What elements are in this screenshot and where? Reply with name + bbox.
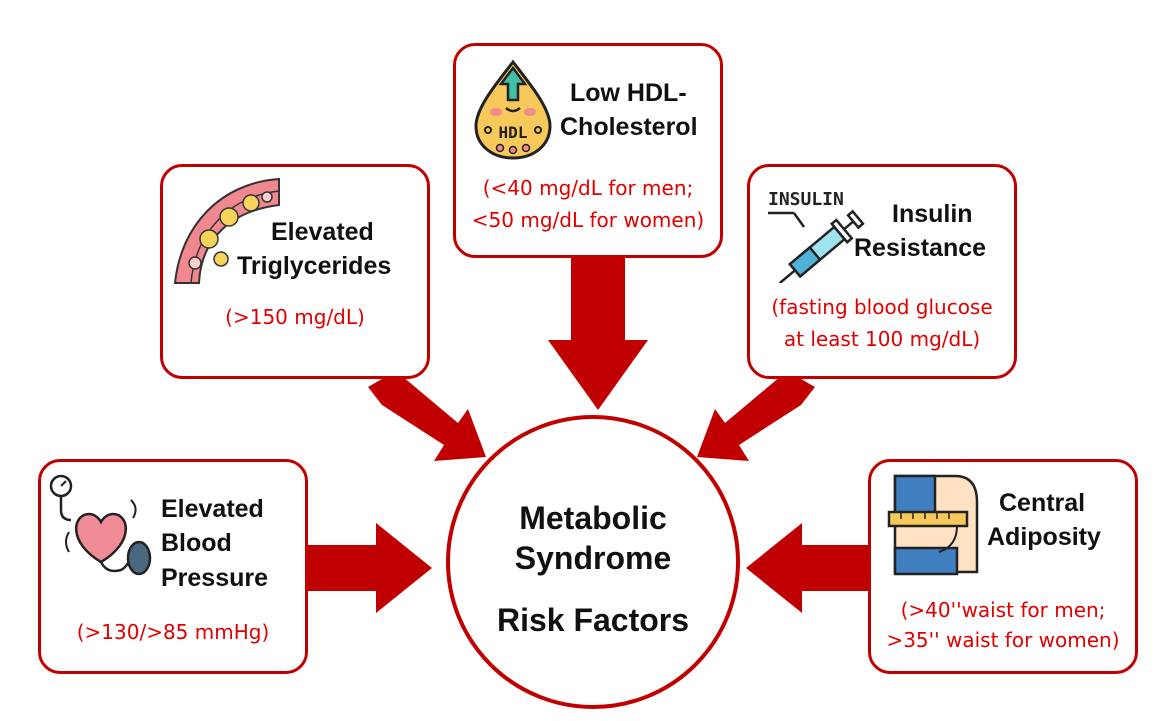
arrow-diagonal-left-icon	[368, 375, 486, 461]
hdl-criteria-line2: <50 mg/dL for women)	[471, 208, 705, 232]
artery-icon	[173, 177, 280, 284]
waist-measure-icon	[887, 474, 979, 576]
insulin-criteria-line2: at least 100 mg/dL)	[783, 327, 981, 351]
arrow-diagonal-right-icon	[697, 375, 815, 461]
adiposity-criteria-line1: (>40''waist for men;	[900, 598, 1106, 622]
center-title-line1: Metabolic	[519, 500, 667, 536]
hdl-criteria-line1: (<40 mg/dL for men;	[482, 176, 694, 200]
arrow-down-icon	[548, 258, 648, 410]
triglycerides-title-line1: Elevated	[271, 218, 374, 246]
insulin-icon-text: INSULIN	[768, 189, 844, 210]
hdl-title-line1: Low HDL-	[570, 79, 687, 107]
insulin-criteria-line1: (fasting blood glucose	[771, 295, 993, 319]
bp-title-line3: Pressure	[161, 564, 269, 592]
center-title-line3: Risk Factors	[496, 602, 690, 638]
triglycerides-criteria: (>150 mg/dL)	[225, 305, 365, 329]
arrow-right-icon	[308, 523, 432, 613]
blood-pressure-box: Elevated Blood Pressure (>130/>85 mmHg)	[38, 459, 308, 674]
syringe-icon: INSULIN	[768, 189, 865, 283]
hdl-droplet-icon: HDL	[474, 59, 552, 160]
arrow-left-icon	[746, 523, 870, 613]
hdl-title-line2: Cholesterol	[560, 113, 698, 141]
insulin-box: INSULIN Insulin Resistance (fasting bloo…	[747, 164, 1017, 379]
adiposity-box: Central Adiposity (>40''waist for men; >…	[868, 459, 1138, 674]
heart-blood-pressure-icon	[49, 474, 152, 576]
adiposity-title-line2: Adiposity	[987, 523, 1101, 551]
bp-criteria: (>130/>85 mmHg)	[76, 620, 270, 644]
center-circle: Metabolic Syndrome Risk Factors	[446, 415, 740, 709]
triglycerides-title-line2: Triglycerides	[237, 252, 392, 280]
insulin-title-line1: Insulin	[892, 200, 973, 228]
insulin-title-line2: Resistance	[854, 234, 987, 262]
bp-title-line1: Elevated	[161, 495, 264, 523]
triglycerides-box: Elevated Triglycerides (>150 mg/dL)	[160, 164, 430, 379]
bp-title-line2: Blood	[161, 529, 232, 557]
hdl-box: HDL Low HDL- Cholesterol (<40 mg/dL for …	[453, 43, 723, 258]
hdl-icon-text: HDL	[499, 123, 528, 142]
adiposity-criteria-line2: >35'' waist for women)	[886, 628, 1120, 652]
center-title-line2: Syndrome	[514, 540, 672, 576]
adiposity-title-line1: Central	[999, 489, 1086, 517]
